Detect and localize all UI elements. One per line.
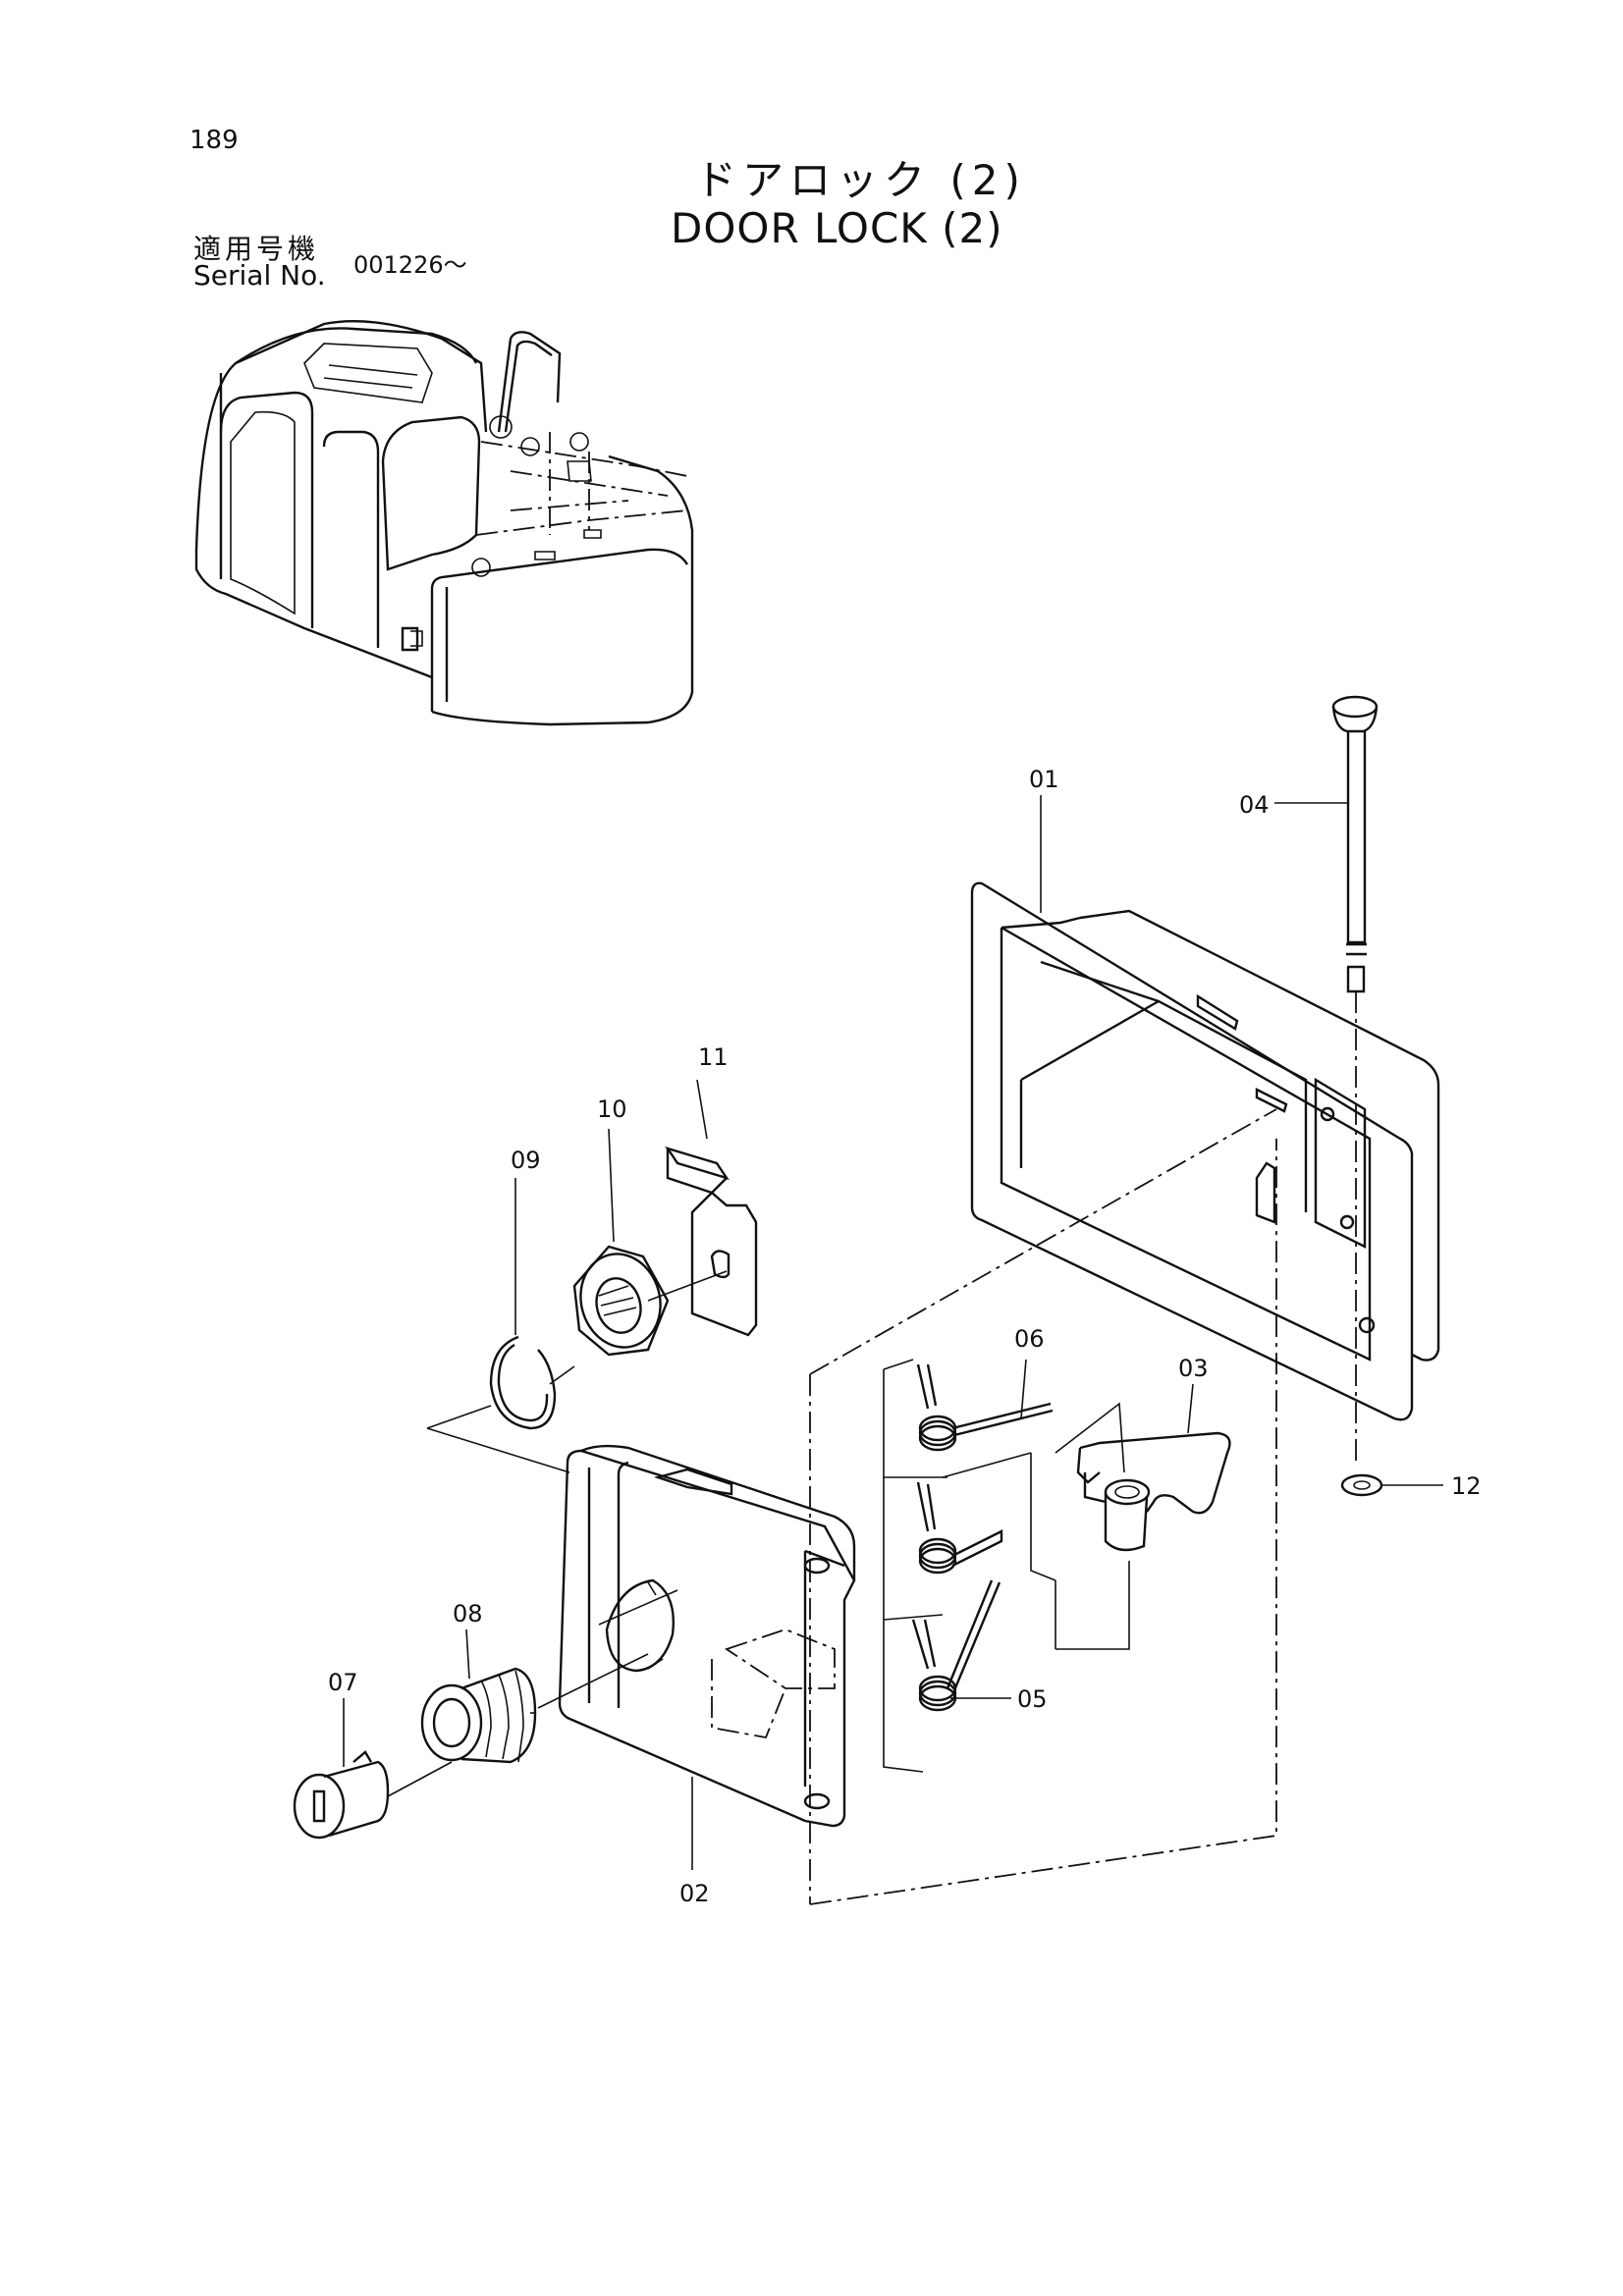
part-06-spring-middle (916, 1481, 1003, 1575)
callout-11: 11 (698, 1043, 729, 1071)
part-04-pin (1331, 695, 1379, 1463)
callout-05: 05 (1017, 1685, 1048, 1713)
title-japanese: ドアロック (2) (695, 156, 1026, 204)
serial-label-japanese: 適用号機 (193, 233, 320, 265)
callout-03: 03 (1178, 1355, 1209, 1382)
callout-04: 04 (1239, 791, 1270, 819)
part-03-latch-lever (1076, 1431, 1231, 1552)
callout-leaders (343, 795, 1347, 1870)
title-english: DOOR LOCK (2) (671, 204, 1003, 252)
serial-number-value: 001226～ (353, 251, 467, 279)
part-12-e-ring (1340, 1473, 1443, 1497)
callout-01: 01 (1029, 766, 1059, 793)
serial-label-english: Serial No. (193, 259, 326, 292)
part-10-nut (572, 1245, 670, 1357)
part-02-housing (558, 1444, 856, 1828)
part-07-key-cylinder (293, 1750, 390, 1840)
callout-07: 07 (328, 1669, 358, 1696)
callout-10: 10 (597, 1095, 627, 1123)
page-number: 189 (189, 126, 239, 155)
callout-08: 08 (453, 1600, 483, 1628)
excavator-overview-icon (194, 319, 694, 726)
part-09-snap-ring (489, 1335, 557, 1430)
part-01-bracket (970, 881, 1440, 1421)
assembly-guide-lines (387, 1108, 1277, 1905)
part-06-spring (916, 1363, 1054, 1452)
callout-06: 06 (1014, 1325, 1045, 1353)
callout-02: 02 (679, 1880, 710, 1907)
part-08-bushing (420, 1667, 537, 1764)
callout-09: 09 (511, 1147, 541, 1174)
callout-12: 12 (1451, 1472, 1482, 1500)
part-05-spring (911, 1579, 1001, 1712)
part-11-plate (665, 1146, 758, 1337)
